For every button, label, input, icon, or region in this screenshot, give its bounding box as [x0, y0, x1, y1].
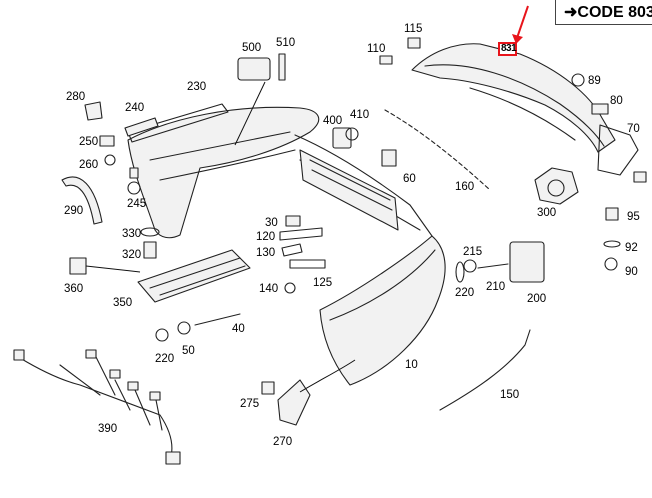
trim-strip-150[interactable]: [439, 329, 531, 411]
sensor-400[interactable]: [332, 127, 352, 149]
red-pointer-arrow-icon: [516, 5, 529, 39]
label-115[interactable]: 115: [404, 23, 422, 35]
label-92[interactable]: 92: [625, 242, 638, 254]
label-125[interactable]: 125: [313, 277, 332, 289]
upper-bumper-cover[interactable]: [411, 43, 639, 176]
label-230[interactable]: 230: [187, 81, 206, 93]
label-140[interactable]: 140: [259, 283, 278, 295]
label-10[interactable]: 10: [405, 359, 418, 371]
label-290[interactable]: 290: [64, 205, 83, 217]
bracket-60[interactable]: [381, 149, 397, 167]
label-390[interactable]: 390: [98, 423, 117, 435]
bracket-350[interactable]: [137, 249, 251, 303]
label-160[interactable]: 160: [455, 181, 474, 193]
clip-80[interactable]: [591, 103, 609, 115]
cover-500[interactable]: [237, 57, 271, 81]
code-box: ➜CODE 803: [555, 0, 652, 25]
clip-275[interactable]: [261, 381, 275, 395]
label-400[interactable]: 400: [323, 115, 342, 127]
main-bumper-10[interactable]: [294, 134, 446, 386]
clip-89[interactable]: [571, 73, 585, 87]
bracket-240[interactable]: [124, 117, 159, 137]
label-300[interactable]: 300: [537, 207, 556, 219]
clip-110[interactable]: [379, 55, 393, 65]
label-220-right[interactable]: 220: [455, 287, 474, 299]
label-130[interactable]: 130: [256, 247, 275, 259]
label-215[interactable]: 215: [463, 246, 482, 258]
label-510[interactable]: 510: [276, 37, 295, 49]
label-260[interactable]: 260: [79, 159, 98, 171]
red-arrowhead-icon: [512, 34, 523, 44]
clip-280[interactable]: [84, 101, 103, 121]
label-330[interactable]: 330: [122, 228, 141, 240]
bolt-40[interactable]: [194, 313, 241, 326]
part-330[interactable]: [140, 227, 160, 237]
clip-360[interactable]: [69, 257, 87, 275]
nut-220b[interactable]: [455, 261, 465, 283]
label-30[interactable]: 30: [265, 217, 278, 229]
trim-290[interactable]: [61, 176, 103, 225]
bracket-125[interactable]: [289, 259, 326, 269]
highlighted-part-number: 831: [501, 43, 517, 54]
label-50[interactable]: 50: [182, 345, 195, 357]
label-110[interactable]: 110: [367, 43, 385, 55]
label-500[interactable]: 500: [242, 42, 261, 54]
washer-245[interactable]: [127, 181, 141, 195]
label-150[interactable]: 150: [500, 389, 519, 401]
nut-220[interactable]: [155, 328, 169, 342]
label-275[interactable]: 275: [240, 398, 259, 410]
bracket-130[interactable]: [281, 243, 303, 257]
washer-215[interactable]: [463, 259, 477, 273]
label-60[interactable]: 60: [403, 173, 416, 185]
left-bumper-section[interactable]: [127, 106, 320, 239]
highlighted-part-box[interactable]: 831: [498, 42, 517, 56]
label-250[interactable]: 250: [79, 136, 98, 148]
screw-stack[interactable]: [603, 171, 647, 271]
clip-115[interactable]: [407, 37, 421, 49]
code-label: ➜CODE 803: [564, 2, 652, 22]
label-70[interactable]: 70: [627, 123, 640, 135]
cover-270[interactable]: [277, 379, 311, 426]
label-320[interactable]: 320: [122, 249, 141, 261]
pin-210[interactable]: [477, 263, 509, 269]
washer-50[interactable]: [177, 321, 191, 335]
label-89[interactable]: 89: [588, 75, 601, 87]
label-120[interactable]: 120: [256, 231, 275, 243]
label-210[interactable]: 210: [486, 281, 505, 293]
bracket-200[interactable]: [509, 241, 545, 283]
label-245[interactable]: 245: [127, 198, 146, 210]
label-220-left[interactable]: 220: [155, 353, 174, 365]
part-320[interactable]: [143, 241, 157, 259]
screw-140[interactable]: [284, 282, 296, 294]
label-80[interactable]: 80: [610, 95, 623, 107]
retainer-230[interactable]: [127, 103, 229, 143]
center-grille[interactable]: [299, 149, 399, 231]
bracket-30[interactable]: [285, 215, 301, 227]
part-300[interactable]: [534, 167, 579, 205]
label-270[interactable]: 270: [273, 436, 292, 448]
label-240[interactable]: 240: [125, 102, 144, 114]
label-410[interactable]: 410: [350, 109, 369, 121]
label-90[interactable]: 90: [625, 266, 638, 278]
label-40[interactable]: 40: [232, 323, 245, 335]
label-280[interactable]: 280: [66, 91, 85, 103]
strip-510[interactable]: [278, 53, 286, 81]
label-200[interactable]: 200: [527, 293, 546, 305]
label-360[interactable]: 360: [64, 283, 83, 295]
part-250[interactable]: [99, 135, 115, 147]
label-95[interactable]: 95: [627, 211, 640, 223]
screw-260[interactable]: [104, 154, 116, 166]
code-text: CODE 803: [577, 4, 652, 21]
bracket-120[interactable]: [279, 227, 323, 241]
ring-410[interactable]: [345, 127, 359, 141]
wiring-harness-390[interactable]: [13, 349, 181, 465]
label-350[interactable]: 350: [113, 297, 132, 309]
molding-strip-160[interactable]: [384, 109, 491, 191]
